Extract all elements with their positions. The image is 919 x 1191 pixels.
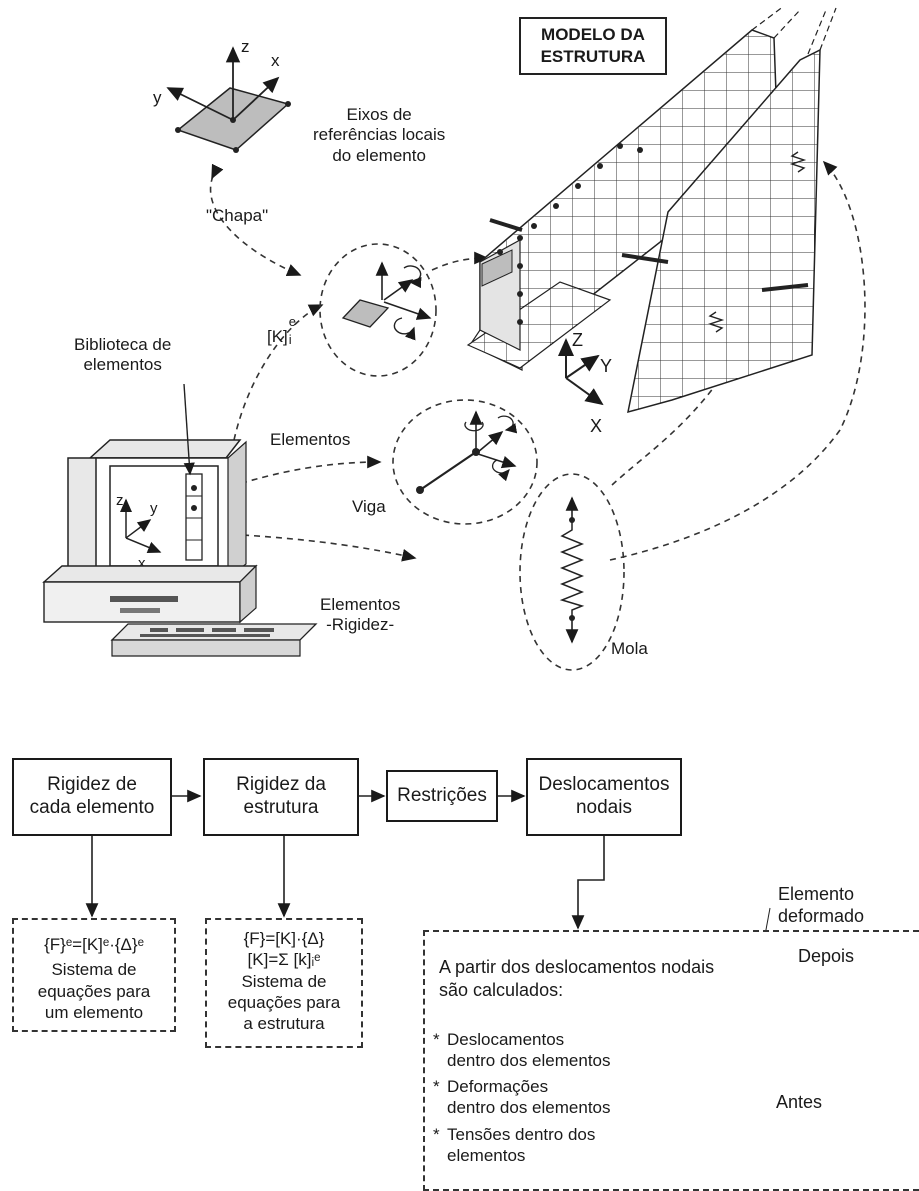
flow-box-nodal-displacements: Deslocamentos nodais <box>526 758 682 836</box>
deformed-element-label: Elemento deformado <box>778 884 865 926</box>
results-item: *Deformações dentro dos elementos <box>433 1077 611 1118</box>
screen-axis-y: y <box>150 500 158 517</box>
element-equation-box: {F}ᵉ=[K]ᵉ·{Δ}ᵉ Sistema de equações para … <box>12 918 176 1032</box>
library-label: Biblioteca de elementos <box>74 335 172 375</box>
axis-label-Y: Y <box>600 356 612 376</box>
computer-illustration: z y x <box>42 439 318 657</box>
element-equation: {F}ᵉ=[K]ᵉ·{Δ}ᵉ <box>44 935 144 954</box>
before-label: Antes <box>776 1092 823 1112</box>
stiffness-sup: e <box>288 314 297 330</box>
structure-model <box>466 5 837 414</box>
flow-box-element-stiffness: Rigidez de cada elemento <box>12 758 172 836</box>
structure-equation-description: Sistema de equações para a estrutura <box>227 971 341 1034</box>
after-label: Depois <box>798 946 855 966</box>
model-title-box: MODELO DA ESTRUTURA <box>519 17 667 75</box>
stiffness-symbol: [K] <box>267 327 288 347</box>
chapa-label: "Chapa" <box>206 206 269 225</box>
element-equation-description: Sistema de equações para um elemento <box>37 960 151 1022</box>
flow-box-restrictions: Restrições <box>386 770 498 822</box>
stiffness-sub: i <box>288 332 292 348</box>
plate-element-group <box>319 243 437 377</box>
model-title-line2: ESTRUTURA <box>541 47 646 66</box>
results-list: *Deslocamentos dentro dos elementos *Def… <box>433 1030 611 1172</box>
results-intro: A partir dos deslocamentos nodais são ca… <box>439 957 715 1001</box>
axis-label-x: x <box>271 51 280 70</box>
axis-label-y: y <box>153 88 162 107</box>
results-item: *Tensões dentro dos elementos <box>433 1124 596 1165</box>
model-title-line1: MODELO DA <box>541 25 645 44</box>
beam-element-group <box>392 399 538 525</box>
axis-label-Z: Z <box>572 330 583 350</box>
rigidez-label: Elementos -Rigidez- <box>320 595 401 635</box>
screen-axis-z: z <box>116 492 124 509</box>
elementos-label: Elementos <box>270 430 351 449</box>
axis-label-z: z <box>241 37 250 56</box>
screen-axis-x: x <box>138 555 146 572</box>
axis-label-X: X <box>590 416 602 436</box>
flow-box-structure-stiffness: Rigidez da estrutura <box>203 758 359 836</box>
structure-equation-1: {F}=[K]·{Δ} <box>243 929 325 948</box>
structure-equation-box: {F}=[K]·{Δ} [K]=Σ [k]ᵢᵉ Sistema de equaç… <box>205 918 363 1048</box>
results-box: A partir dos deslocamentos nodais são ca… <box>423 930 919 1191</box>
spring-element-group <box>519 473 625 671</box>
global-axes: Z Y X <box>558 330 612 436</box>
structure-equation-2: [K]=Σ [k]ᵢᵉ <box>247 950 321 970</box>
mola-label: Mola <box>611 639 648 658</box>
element-local-axes: z x y <box>153 37 291 153</box>
results-item: *Deslocamentos dentro dos elementos <box>433 1030 611 1070</box>
viga-label: Viga <box>352 497 386 516</box>
local-axes-label: Eixos de referências locais do elemento <box>313 105 446 165</box>
